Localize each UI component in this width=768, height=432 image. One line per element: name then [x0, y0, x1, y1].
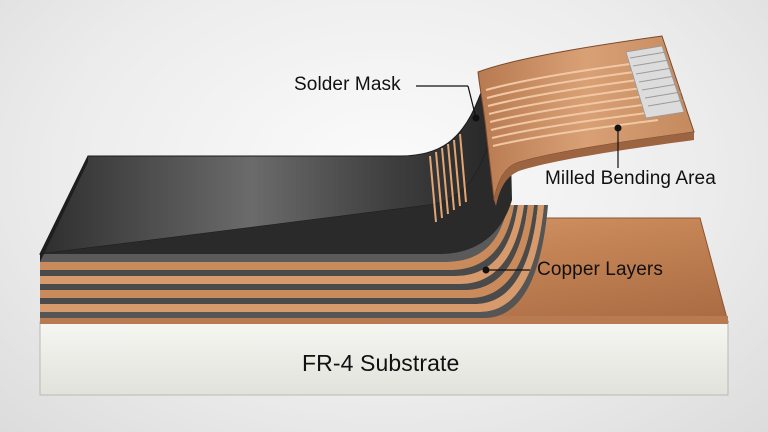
mask-trace-fingers — [429, 133, 467, 223]
flap-traces — [485, 63, 659, 147]
copper-layer-stack — [40, 205, 548, 318]
copper-layers-dot — [482, 266, 490, 274]
milled-bending-area-label: Milled Bending Area — [545, 168, 716, 189]
solder-mask-dot — [472, 114, 480, 122]
callout-dots — [472, 114, 622, 274]
milled-bending-dot — [614, 124, 622, 132]
copper-layers-label: Copper Layers — [537, 259, 663, 280]
fr4-substrate-label: FR-4 Substrate — [302, 350, 460, 376]
solder-mask-label: Solder Mask — [294, 74, 401, 95]
callout-leaders — [416, 85, 619, 271]
solder-mask-layer — [39, 69, 512, 262]
flexible-copper-flap — [477, 35, 695, 206]
contact-fingers — [625, 45, 685, 119]
